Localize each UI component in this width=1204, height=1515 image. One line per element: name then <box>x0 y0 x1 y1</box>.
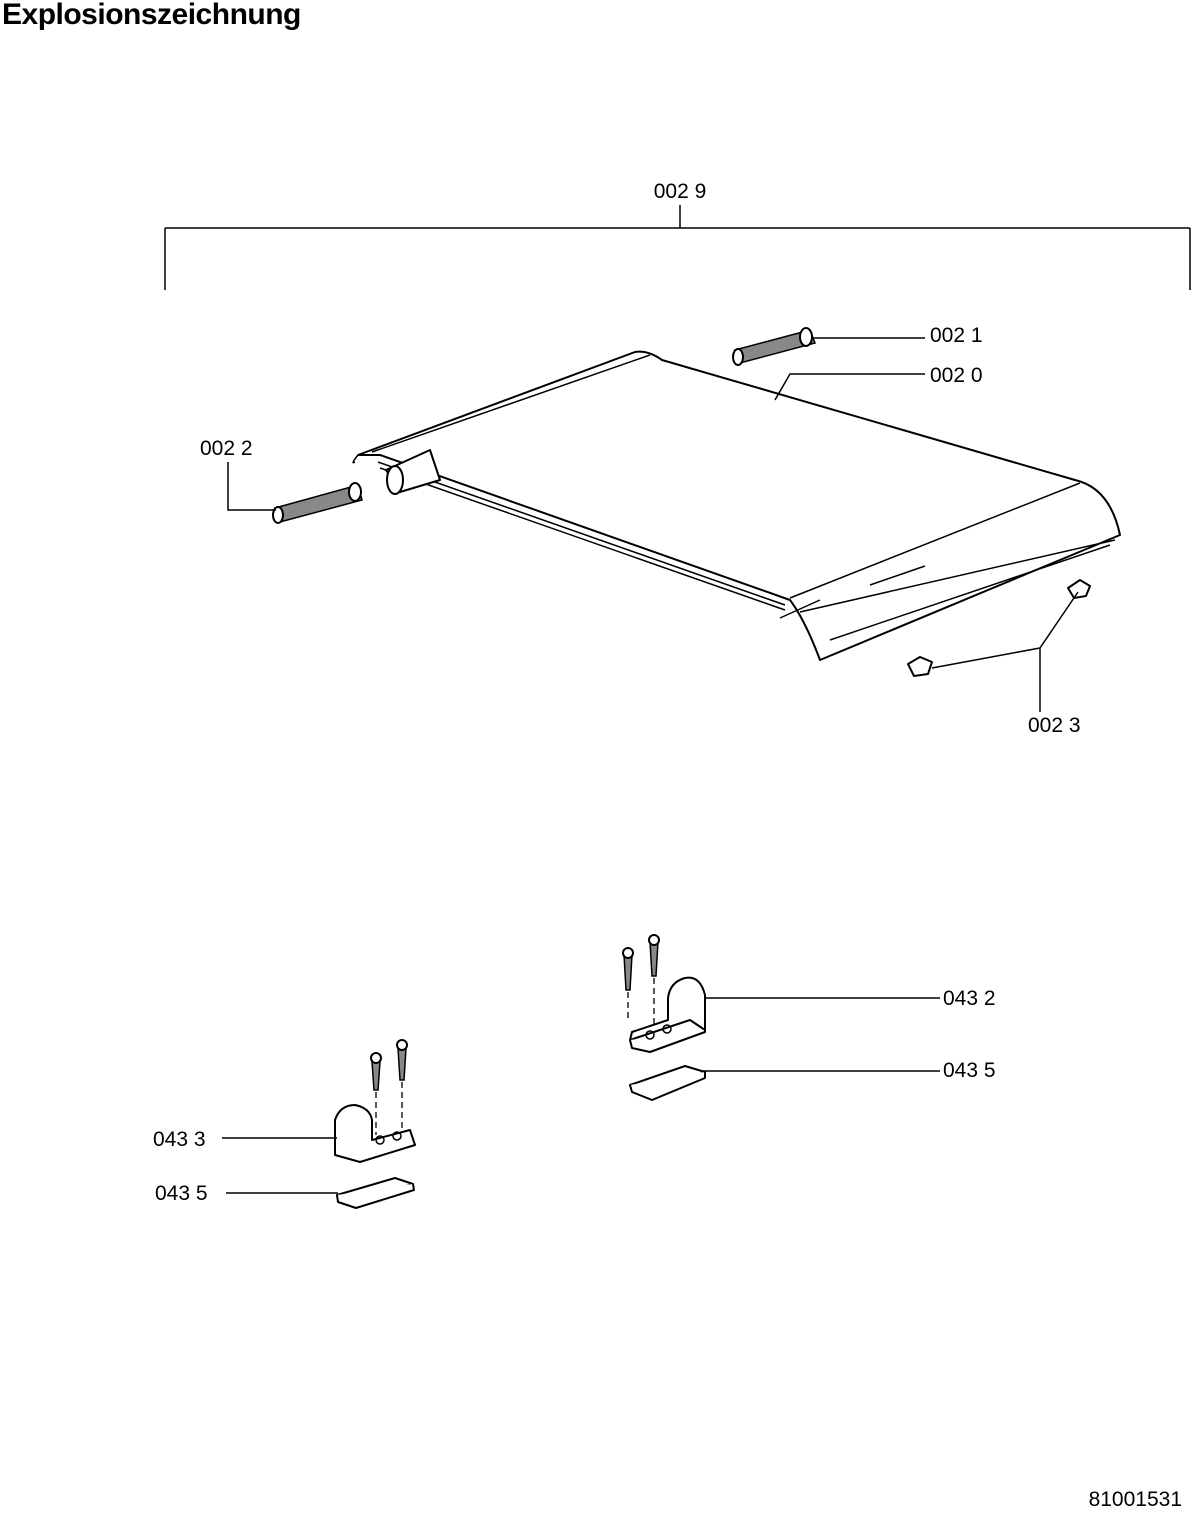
callout-0029: 002 9 <box>654 180 707 203</box>
assembly-bracket: 002 9 <box>164 180 1191 290</box>
callout-0020: 002 0 <box>930 364 983 387</box>
plate-left <box>336 1177 415 1209</box>
callout-0433: 043 3 <box>153 1128 206 1151</box>
callout-0023: 002 3 <box>1028 714 1081 737</box>
document-number: 81001531 <box>1088 1488 1182 1511</box>
plate-right <box>629 1065 706 1101</box>
page-title: Explosionszeichnung <box>2 0 301 31</box>
hinge-left <box>334 1039 416 1163</box>
callouts: 002 1 002 0 002 2 002 3 043 2 043 5 043 … <box>153 324 1081 1205</box>
clips <box>907 579 1091 677</box>
bolt-right <box>732 327 816 366</box>
hinge-right <box>622 934 706 1053</box>
callout-0022: 002 2 <box>200 437 253 460</box>
callout-0435-right: 043 5 <box>943 1059 996 1082</box>
bolt-left <box>272 482 363 524</box>
callout-0432: 043 2 <box>943 987 996 1010</box>
callout-0435-left: 043 5 <box>155 1182 208 1205</box>
callout-0021: 002 1 <box>930 324 983 347</box>
cover-panel <box>352 350 1121 661</box>
